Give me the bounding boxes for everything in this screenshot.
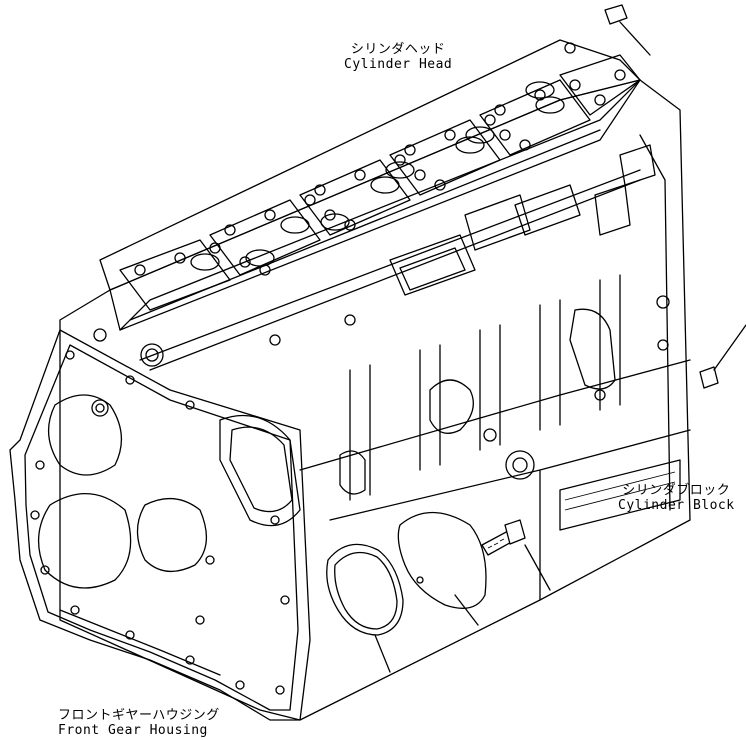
bolt-plug-block bbox=[699, 324, 746, 389]
cylinder-block-label-ja: シリンダブロック bbox=[622, 483, 731, 498]
bolt bbox=[481, 519, 526, 556]
cylinder-block bbox=[59, 79, 691, 721]
cylinder-head bbox=[93, 39, 656, 371]
front-gear-housing bbox=[9, 329, 311, 721]
cylinder-block-label-en: Cylinder Block bbox=[618, 498, 735, 513]
cylinder-block-label: シリンダブロック Cylinder Block bbox=[618, 483, 735, 513]
cover-plate bbox=[397, 512, 487, 609]
cylinder-head-label-ja: シリンダヘッド bbox=[350, 42, 446, 57]
cylinder-head-label: シリンダヘッド Cylinder Head bbox=[344, 42, 452, 72]
cylinder-head-label-en: Cylinder Head bbox=[344, 57, 453, 72]
front-gear-housing-label: フロントギヤーハウジング Front Gear Housing bbox=[58, 708, 220, 738]
bolt-plug-head bbox=[604, 4, 651, 56]
front-gear-housing-label-en: Front Gear Housing bbox=[58, 723, 208, 738]
front-gear-housing-label-ja: フロントギヤーハウジング bbox=[58, 708, 220, 723]
leader-lines bbox=[374, 544, 551, 673]
gasket bbox=[326, 543, 404, 636]
